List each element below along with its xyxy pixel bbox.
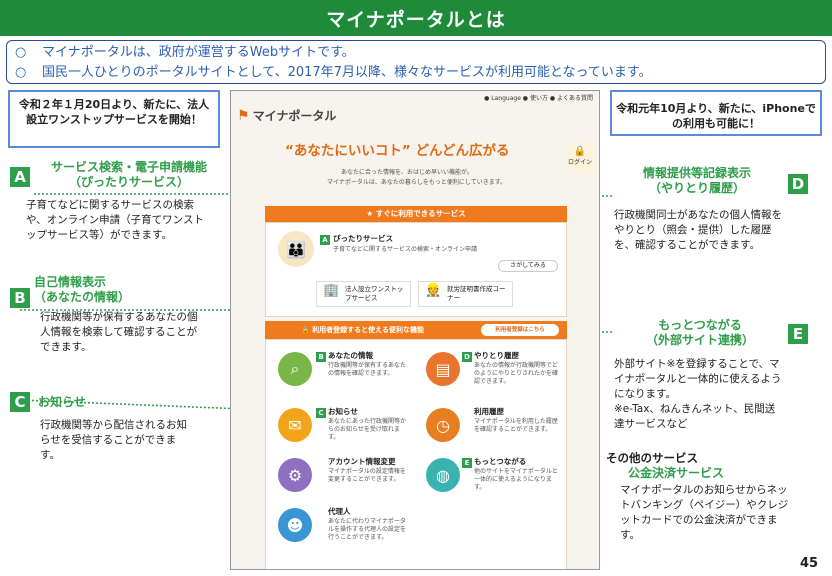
building-icon: 🏢 — [323, 283, 340, 298]
mock-item-account-desc: マイナポータルの設定情報を変更することができます。 — [328, 468, 406, 483]
mock-badge-d: D — [462, 352, 472, 362]
mock-register-button[interactable]: 利用者登録はこちら — [481, 324, 559, 336]
intro-line-1: マイナポータルは、政府が運営するWebサイトです。 — [42, 45, 355, 60]
badge-b: B — [10, 288, 30, 308]
globe-icon: ◍ — [426, 458, 460, 492]
mock-item-usage[interactable]: 利用履歴 — [474, 407, 504, 416]
mock-badge-b: B — [316, 352, 326, 362]
mock-section-available: ★ すぐに利用できるサービス — [265, 206, 567, 222]
bullet-circle: ○ — [15, 65, 27, 80]
mock-corp-button[interactable]: 🏢法人設立ワンストップサービス — [316, 281, 411, 307]
section-b-heading: 自己情報表示（あなたの情報） — [34, 275, 131, 304]
mock-login-button[interactable]: 🔒ログイン — [567, 143, 593, 173]
section-a-desc: 子育てなどに関するサービスの検索や、オンライン申請（子育てワンストップサービス等… — [26, 199, 204, 241]
mock-item-usage-desc: マイナポータルを利用した履歴を確認することができます。 — [474, 418, 558, 433]
intro-line-2: 国民一人ひとりのポータルサイトとして、2017年7月以降、様々なサービスが利用可… — [42, 65, 652, 80]
badge-c: C — [10, 392, 30, 412]
section-e-desc: 外部サイト※を登録することで、マイナポータルと一体的に使えるようになります。※e… — [614, 358, 782, 430]
logo-icon: ⚑ — [237, 107, 250, 124]
proxy-person-icon: ☻ — [278, 508, 312, 542]
gear-icon: ⚙ — [278, 458, 312, 492]
section-d-desc: 行政機関同士があなたの個人情報をやりとり（照会・提供）した履歴を、確認することが… — [614, 209, 782, 251]
mock-item-connect[interactable]: もっとつながる — [474, 457, 527, 466]
mock-item-history[interactable]: やりとり履歴 — [474, 351, 519, 360]
section-a-heading: サービス検索・電子申請機能（ぴったりサービス） — [50, 160, 207, 189]
mock-cert-button[interactable]: 👷就労証明書作成コーナー — [418, 281, 513, 307]
section-b-desc: 行政機関等が保有するあなたの個人情報を検索して確認することができます。 — [40, 311, 198, 353]
mock-available-card: 👪 A ぴったりサービス 子育てなどに関するサービスの検索・オンライン申請 さが… — [265, 222, 567, 317]
mock-badge-e: E — [462, 458, 472, 468]
section-e-heading: もっとつながる（外部サイト連携） — [645, 318, 754, 347]
document-search-icon: ▤ — [426, 352, 460, 386]
mock-hero-sub-2: マイナポータルは、あなたの暮らしをもっと便利にしていきます。 — [327, 179, 507, 186]
section-d-heading: 情報提供等記録表示（やりとり履歴） — [642, 166, 751, 195]
payment-service-heading: 公金決済サービス — [628, 466, 725, 480]
lock-icon: 🔒 — [573, 146, 587, 157]
mock-pittari-label[interactable]: ぴったりサービス — [333, 234, 393, 243]
mock-item-notices-desc: あなたにあった行政機関等からのお知らせを受け取れます。 — [328, 418, 407, 441]
intro-box: ○ マイナポータルは、政府が運営するWebサイトです。 ○ 国民一人ひとりのポー… — [6, 40, 826, 84]
mock-search-button[interactable]: さがしてみる — [498, 260, 558, 272]
mock-item-notices[interactable]: お知らせ — [328, 407, 358, 416]
mock-item-proxy-desc: あなたに代わりマイナポータルを操作する代理人の設定を行うことができます。 — [328, 518, 407, 541]
mynaportal-screenshot: ● Language ● 使い方 ● よくある質問 ⚑マイナポータル “あなたに… — [230, 90, 600, 570]
mock-item-account[interactable]: アカウント情報変更 — [328, 457, 396, 466]
page-number: 45 — [800, 556, 819, 571]
mock-pittari-desc: 子育てなどに関するサービスの検索・オンライン申請 — [333, 246, 478, 253]
callout-corporate: 令和２年１月20日より、新たに、法人設立ワンストップサービスを開始！ — [8, 90, 220, 148]
envelope-icon: ✉ — [278, 408, 312, 442]
mock-item-proxy[interactable]: 代理人 — [328, 507, 351, 516]
clock-icon: ◷ — [426, 408, 460, 442]
mock-logo[interactable]: ⚑マイナポータル — [237, 107, 337, 124]
other-services-heading: その他のサービス — [606, 451, 698, 465]
badge-d: D — [788, 174, 808, 194]
mock-features-card: ⌕ B あなたの情報 行政機関等が保有するあなたの情報を確認できます。 ▤ D … — [265, 339, 567, 569]
mock-hero-sub-1: あなたに合った情報を、おはじめ早いい機能が。 — [341, 169, 473, 176]
badge-e: E — [788, 324, 808, 344]
mock-badge-a: A — [320, 235, 330, 245]
mock-item-my-info-desc: 行政機関等が保有するあなたの情報を確認できます。 — [328, 362, 407, 377]
worker-icon: 👷 — [425, 283, 442, 298]
mock-hero-title: “あなたにいいコト” どんどん広がる — [285, 143, 510, 159]
mock-item-history-desc: あなたの情報が行政機関等でどのようにやりとりされたかを確認できます。 — [474, 362, 559, 385]
section-c-desc: 行政機関等から配信されるお知らせを受信することができます。 — [40, 419, 187, 461]
mock-top-links[interactable]: ● Language ● 使い方 ● よくある質問 — [484, 95, 593, 102]
page-title: マイナポータルとは — [0, 0, 832, 36]
mock-badge-c: C — [316, 408, 326, 418]
person-search-icon: ⌕ — [278, 352, 312, 386]
mock-item-connect-desc: 他のサイトをマイナポータルと一体的に使えるようになります。 — [474, 468, 558, 491]
bullet-circle: ○ — [15, 45, 27, 60]
badge-a: A — [10, 167, 30, 187]
family-icon: 👪 — [278, 231, 314, 267]
callout-iphone: 令和元年10月より、新たに、iPhoneでの利用も可能に！ — [610, 90, 822, 136]
payment-service-desc: マイナポータルのお知らせからネットバンキング（ペイジー）やクレジットカードでの公… — [620, 484, 789, 541]
mock-item-my-info[interactable]: あなたの情報 — [328, 351, 373, 360]
